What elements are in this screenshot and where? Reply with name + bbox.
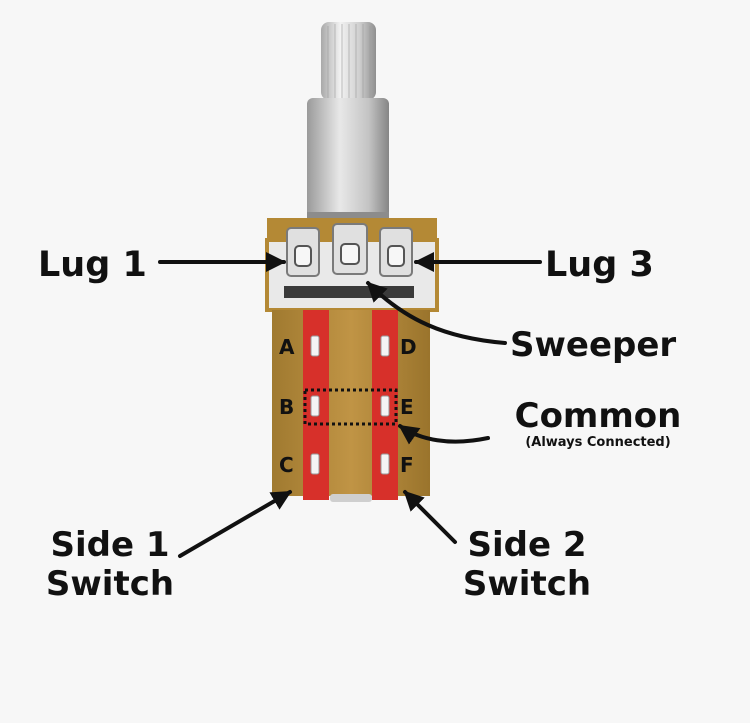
switch-contacts [310,335,390,475]
sweeper-arrow [366,281,507,345]
pot-shaft [321,22,376,100]
side-1-label-line2: Switch [46,564,174,604]
side-2-label-line2: Switch [463,564,591,604]
lug-1-label: Lug 1 [38,245,147,285]
pin-b-label: B [279,395,294,419]
sweeper-label: Sweeper [510,325,676,365]
pin-a-label: A [279,335,295,359]
lug-1-terminal [286,227,320,277]
common-highlight-box [303,388,398,426]
common-label: Common [515,396,682,436]
pin-c-label: C [279,453,294,477]
side-2-arrow [403,490,457,544]
pin-f-label: F [400,453,414,477]
pin-d-label: D [400,335,417,359]
pot-bushing [307,98,389,222]
side-2-label-line1: Side 2 [467,525,586,565]
lug-3-terminal [379,227,413,277]
common-arrow [398,424,490,445]
pin-e-label: E [400,395,414,419]
lug-2-terminal [332,223,368,275]
side-1-arrow [178,490,292,558]
side-1-label-line1: Side 1 [50,525,169,565]
lug-3-label: Lug 3 [545,245,654,285]
common-sublabel: (Always Connected) [525,435,670,450]
